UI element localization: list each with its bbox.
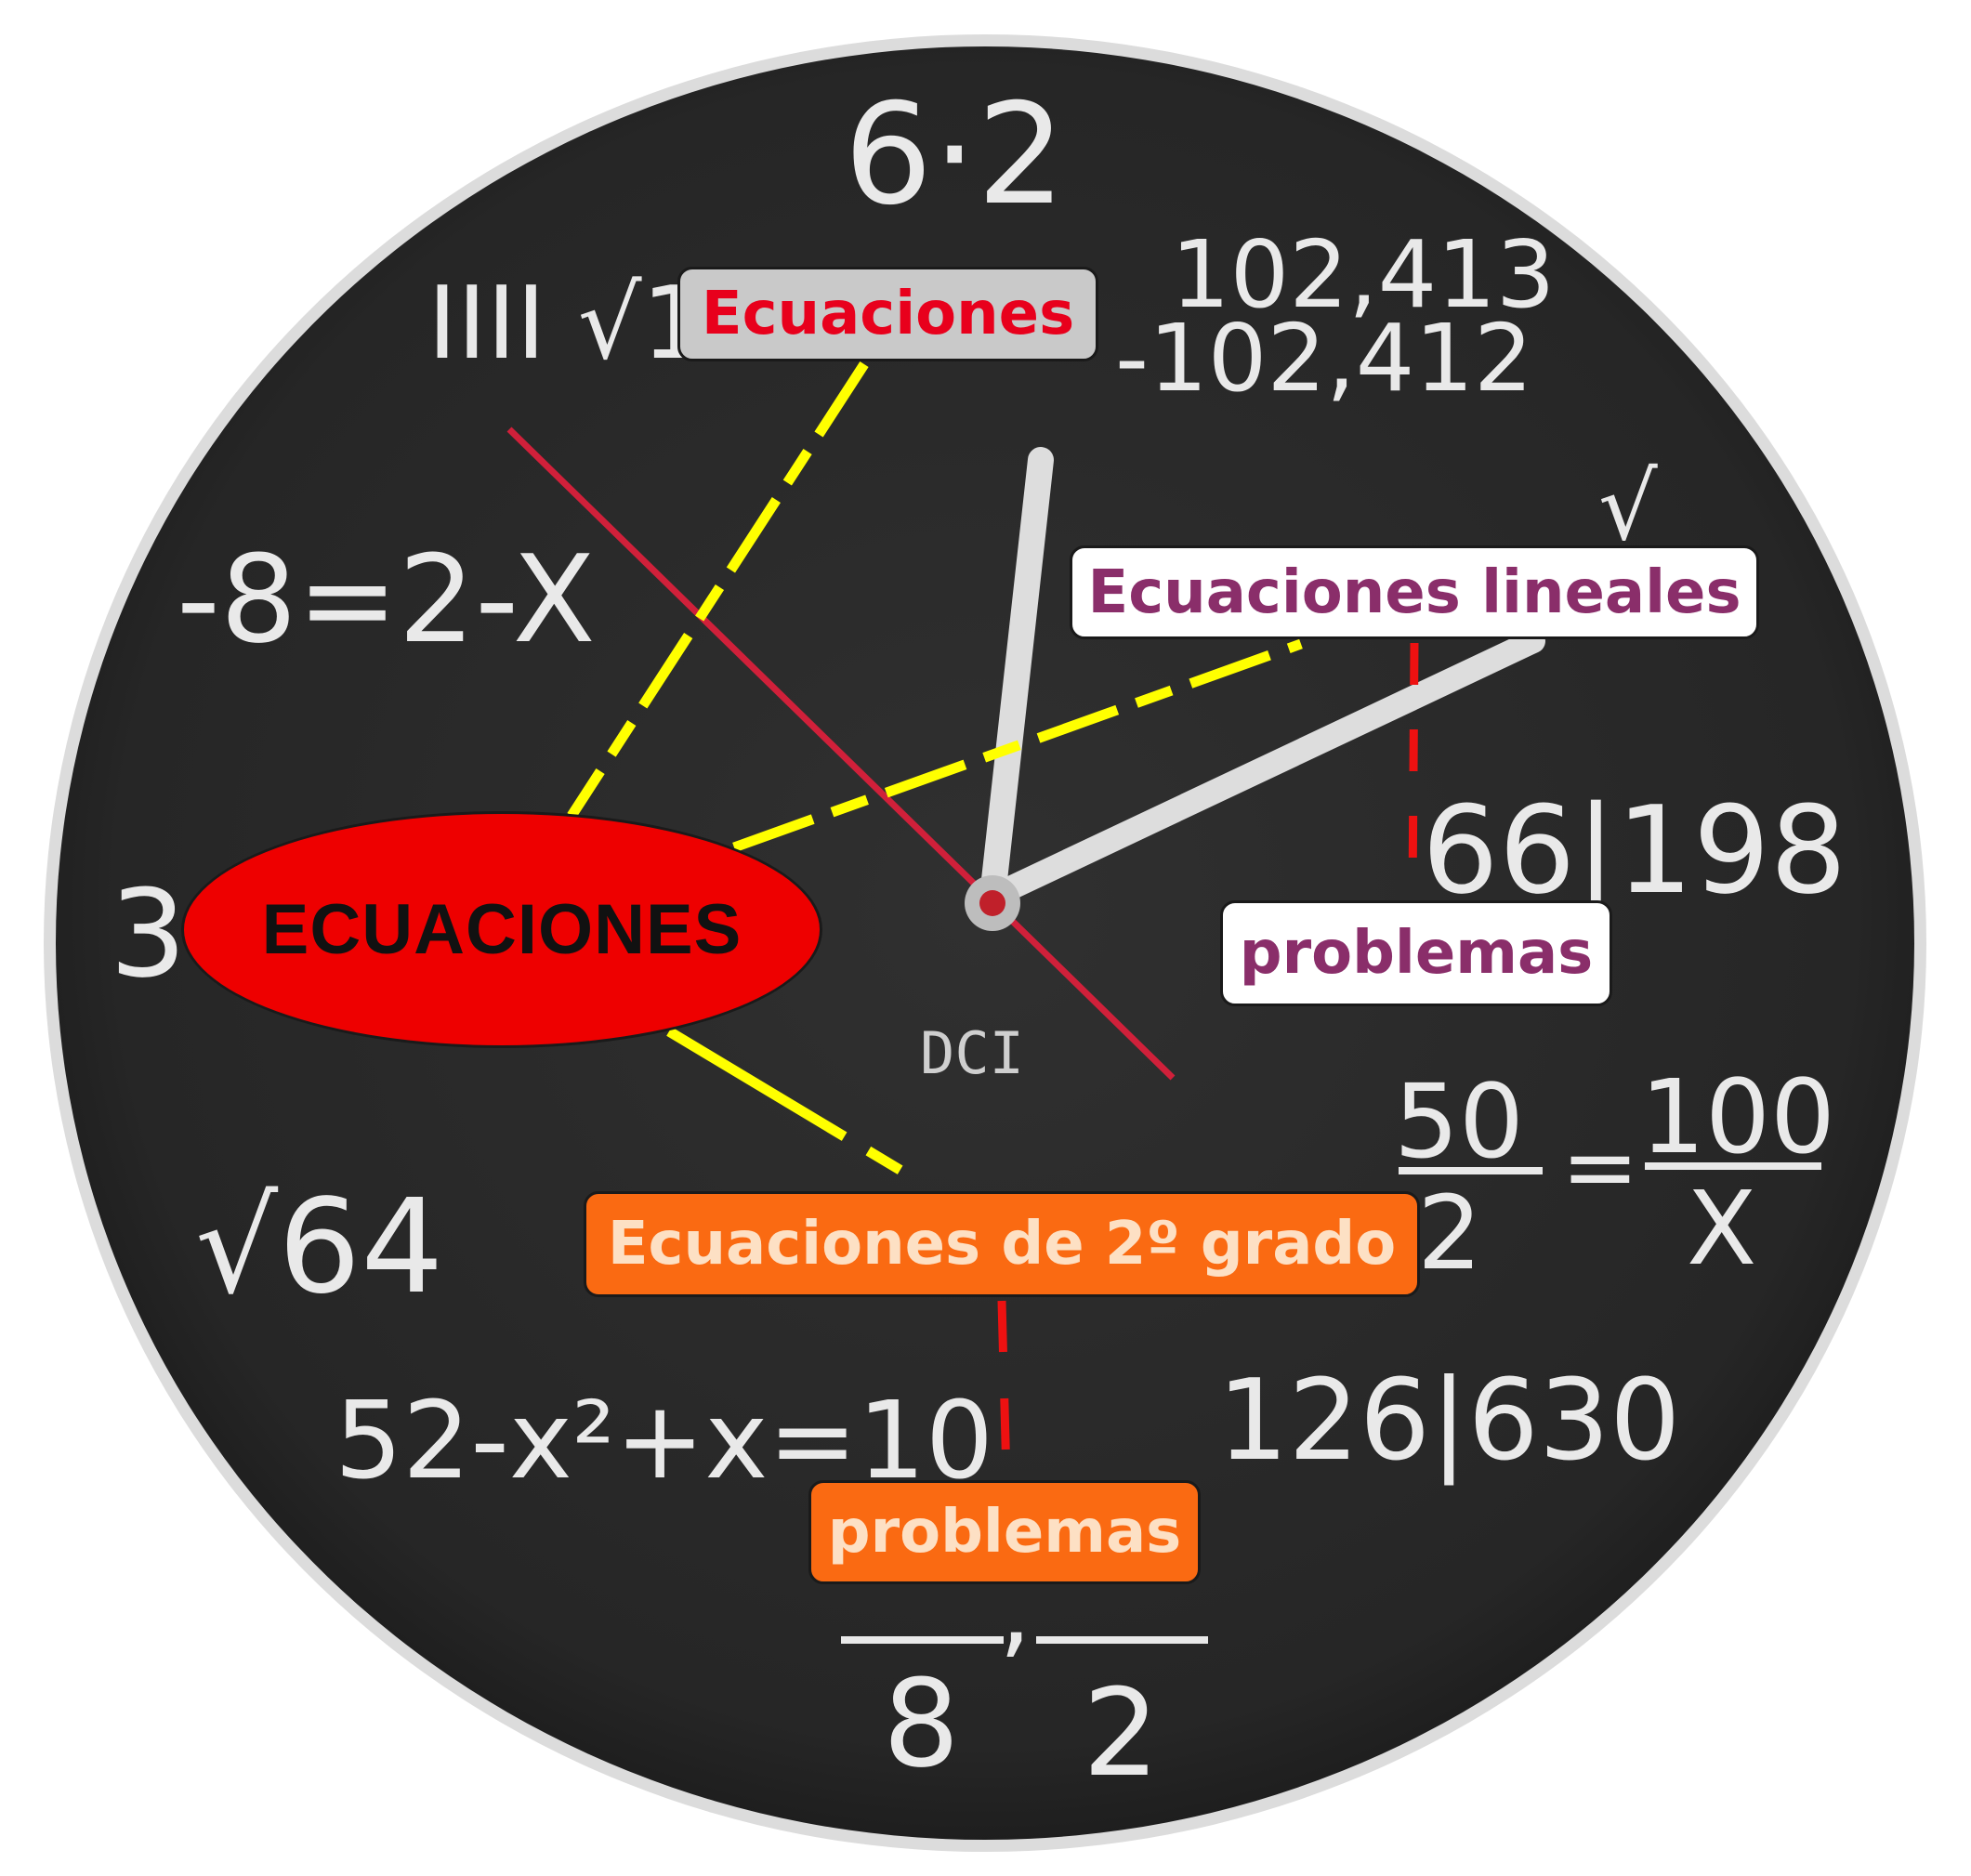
connector-root-lineales: [732, 638, 1303, 853]
node-problemas-lineales-label: problemas: [1239, 919, 1594, 988]
connector-root-2grado: [666, 1027, 923, 1187]
second-hand: [506, 426, 1176, 1081]
clock-face: [56, 46, 1914, 1840]
expr-lower-left: √64: [195, 1172, 443, 1323]
expr-lower-right: 126|630: [1217, 1357, 1681, 1486]
expr-bottom-frac-b: 2: [1083, 1662, 1160, 1804]
node-problemas-2grado-label: problemas: [827, 1498, 1182, 1567]
connector-root-ecuaciones: [567, 361, 869, 819]
expr-frac-b-num: 100: [1640, 1057, 1835, 1176]
expr-left-mid: 3: [110, 863, 187, 1004]
expr-left: -8=2-X: [177, 529, 596, 670]
expr-frac-b-den: X: [1687, 1169, 1756, 1288]
node-2grado-label: Ecuaciones de 2º grado: [607, 1210, 1397, 1279]
connector-2grado-problemas: [997, 1300, 1011, 1478]
expr-top-right-b: -102,412: [1115, 304, 1533, 413]
hour-hand: [979, 447, 1054, 910]
expr-right-top: √: [1598, 453, 1658, 561]
node-lineales-label: Ecuaciones lineales: [1087, 558, 1741, 627]
node-ecuaciones-label: Ecuaciones: [701, 280, 1075, 348]
node-problemas-lineales[interactable]: problemas: [1220, 900, 1612, 1006]
clock-hands: [506, 426, 1545, 1081]
node-ecuaciones-2grado[interactable]: Ecuaciones de 2º grado: [584, 1191, 1420, 1297]
expr-frac-a-num: 50: [1394, 1062, 1524, 1181]
root-label: ECUACIONES: [261, 890, 742, 969]
chalk-expressions: 6·2 IIII √12 102,413 -102,412 √ -8=2-X 3…: [110, 74, 1846, 1804]
expr-frac-eq: =: [1561, 1112, 1639, 1221]
expr-right: 66|198: [1422, 780, 1846, 921]
node-ecuaciones[interactable]: Ecuaciones: [677, 267, 1098, 361]
expr-bottom-frac-a: 8: [883, 1653, 960, 1794]
connector-lineales-problemas: [1408, 642, 1419, 899]
hand-hub-center: [979, 890, 1005, 916]
node-ecuaciones-lineales[interactable]: Ecuaciones lineales: [1070, 545, 1759, 639]
expr-frac-a-den: 2: [1417, 1174, 1482, 1292]
expr-top-right-a: 102,413: [1171, 220, 1556, 329]
expr-top: 6·2: [844, 74, 1066, 236]
node-problemas-2grado[interactable]: problemas: [808, 1480, 1201, 1584]
root-node[interactable]: ECUACIONES: [181, 811, 822, 1048]
minute-hand: [980, 629, 1545, 909]
connectors: [567, 361, 1419, 1478]
clock-brand: DCI: [920, 1019, 1024, 1087]
